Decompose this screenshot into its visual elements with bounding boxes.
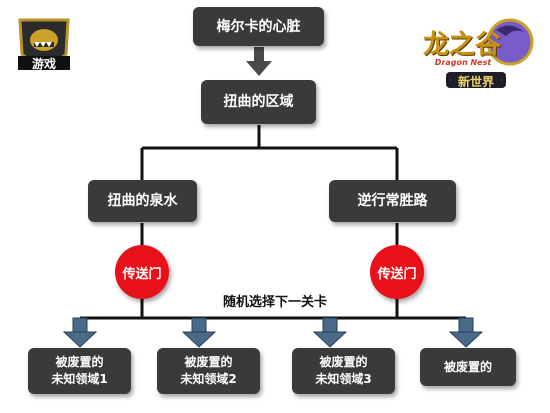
leaf-1-line-1: 被废置的 xyxy=(55,355,104,369)
branch-node-right: 逆行常胜路 xyxy=(329,180,456,222)
distorted-area-node: 扭曲的区域 xyxy=(201,80,316,124)
branch-node-left: 扭曲的泉水 xyxy=(88,180,197,222)
leaf-arrow-1 xyxy=(62,317,98,348)
left-game-logo: 游戏 xyxy=(12,14,76,78)
leaf-4-line-1: 被废置的 xyxy=(443,359,492,374)
leaf-arrows xyxy=(62,317,484,348)
distorted-area-label: 扭曲的区域 xyxy=(223,94,294,110)
leaf-node-3: 被废置的 未知领域3 xyxy=(292,348,395,394)
leaf-arrow-3 xyxy=(312,317,348,348)
right-logo-sub: Dragon Nest xyxy=(434,58,492,67)
right-logo-badge: 新世界 xyxy=(457,75,494,89)
leaf-2-line-2: 未知领域2 xyxy=(180,372,237,386)
leaf-2-line-1: 被废置的 xyxy=(184,355,233,369)
leaf-3-line-2: 未知领域3 xyxy=(315,372,372,386)
random-select-caption: 随机选择下一关卡 xyxy=(222,295,327,310)
branch-left-label: 扭曲的泉水 xyxy=(107,193,178,209)
portal-left: 传送门 xyxy=(115,245,169,299)
leaf-node-2: 被废置的 未知领域2 xyxy=(157,348,260,394)
down-arrow xyxy=(246,47,272,76)
root-node: 梅尔卡的心脏 xyxy=(193,7,324,46)
leaf-3-line-1: 被废置的 xyxy=(319,355,368,369)
leaf-arrow-4 xyxy=(448,317,484,348)
left-logo-text: 游戏 xyxy=(31,57,56,71)
portal-right: 传送门 xyxy=(370,245,424,299)
root-label: 梅尔卡的心脏 xyxy=(216,18,301,35)
leaf-node-4: 被废置的 xyxy=(420,348,516,386)
portal-left-label: 传送门 xyxy=(122,266,162,282)
branch-right-label: 逆行常胜路 xyxy=(357,193,428,209)
leaf-arrow-2 xyxy=(181,317,217,348)
portal-right-label: 传送门 xyxy=(377,266,417,282)
leaf-node-1: 被废置的 未知领域1 xyxy=(28,348,131,394)
right-logo-title: 龙之谷 xyxy=(422,30,501,60)
dragon-nest-logo: 龙之谷 Dragon Nest 新世界 xyxy=(410,16,538,90)
leaf-1-line-2: 未知领域1 xyxy=(51,372,108,386)
